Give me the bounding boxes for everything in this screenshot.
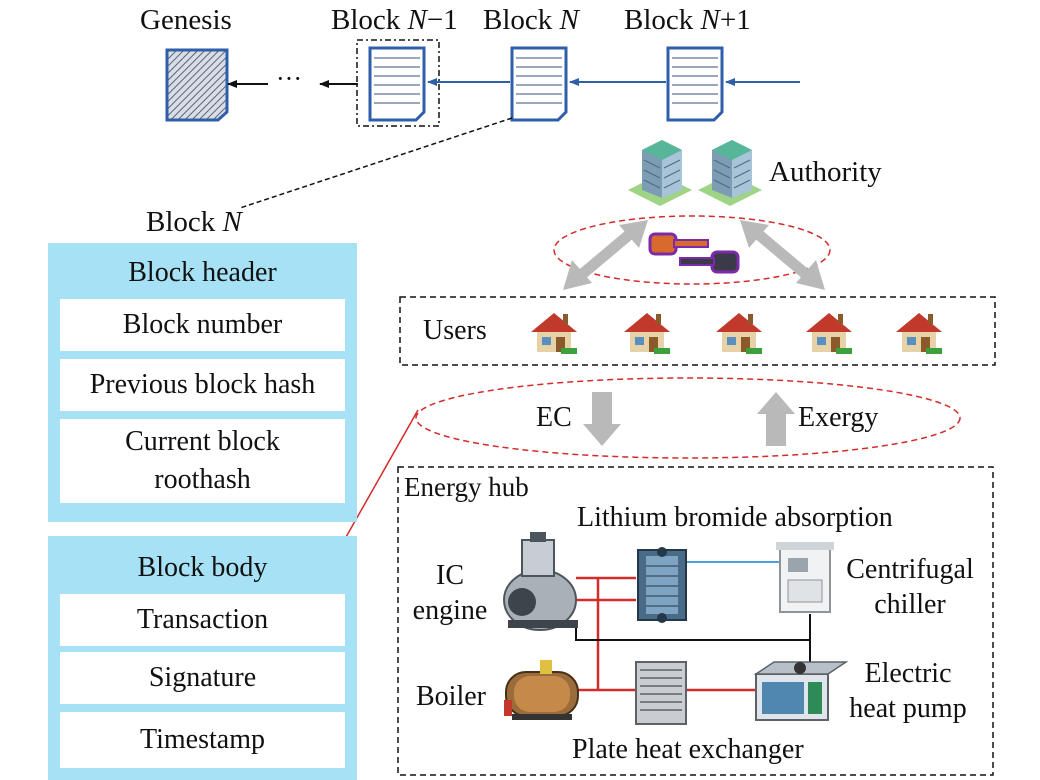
lithium-bromide-absorption-icon [637, 547, 687, 623]
block-n-minus-1-label: Block N−1 [331, 4, 458, 36]
block-n-plus-1-label: Block N+1 [624, 4, 751, 36]
boiler-label: Boiler [416, 681, 486, 712]
centrifugal-chiller-label: Centrifugal chiller [846, 554, 974, 620]
boiler-icon [504, 660, 579, 720]
plate-heat-exchanger-icon [635, 661, 687, 725]
block-n-plus-1-icon [666, 46, 724, 122]
house-icon [896, 313, 942, 354]
block-header-title: Block header [128, 257, 277, 288]
signature-field: Signature [60, 652, 345, 704]
users-box [399, 296, 996, 366]
key-icon [679, 250, 740, 274]
house-icon [624, 313, 670, 354]
house-icon [716, 313, 762, 354]
genesis-label: Genesis [140, 4, 232, 36]
previous-block-hash-field: Previous block hash [60, 359, 345, 411]
timestamp-field: Timestamp [60, 712, 345, 768]
house-icon [531, 313, 577, 354]
electric-heat-pump-label: Electric heat pump [849, 658, 967, 724]
lithium-bromide-label: Lithium bromide absorption [577, 502, 893, 533]
block-header-panel: Block header Block number Previous block… [48, 243, 357, 522]
exergy-label: Exergy [798, 402, 879, 433]
energy-hub-label: Energy hub [404, 472, 529, 502]
authority-building-icon [628, 140, 692, 206]
block-body-title: Block body [137, 552, 268, 583]
block-n-label: Block N [483, 4, 579, 36]
ic-engine-icon [503, 532, 578, 631]
bidirectional-arrow-left [563, 220, 648, 290]
bidirectional-arrow-right [740, 220, 825, 290]
ec-down-arrow [583, 392, 621, 446]
authority-link-ellipse [553, 215, 831, 285]
plate-heat-exchanger-label: Plate heat exchanger [572, 734, 804, 765]
block-number-field: Block number [60, 299, 345, 351]
electric-heat-pump-icon [753, 661, 849, 721]
ic-engine-label: IC engine [412, 560, 488, 626]
authority-label: Authority [769, 156, 882, 188]
users-label: Users [423, 315, 487, 346]
transaction-ellipse [415, 377, 961, 459]
ec-label: EC [536, 402, 572, 433]
transaction-field: Transaction [60, 594, 345, 646]
block-n-detail-label: Block N [146, 206, 242, 238]
detail-connector [239, 117, 513, 209]
exergy-up-arrow [757, 392, 795, 446]
block-n-icon [510, 46, 568, 122]
block-n-minus-1-icon [368, 46, 426, 122]
authority-building-icon [698, 140, 762, 206]
genesis-block-icon [165, 48, 229, 122]
house-icon [806, 313, 852, 354]
pipe-lines [575, 561, 811, 692]
current-block-roothash-field: Current block roothash [60, 419, 345, 503]
block-body-panel: Block body Transaction Signature Timesta… [48, 536, 357, 780]
energy-hub-box [397, 466, 994, 776]
ellipsis-label: ··· [276, 64, 302, 93]
key-icon [648, 232, 709, 256]
centrifugal-chiller-icon [776, 542, 834, 613]
